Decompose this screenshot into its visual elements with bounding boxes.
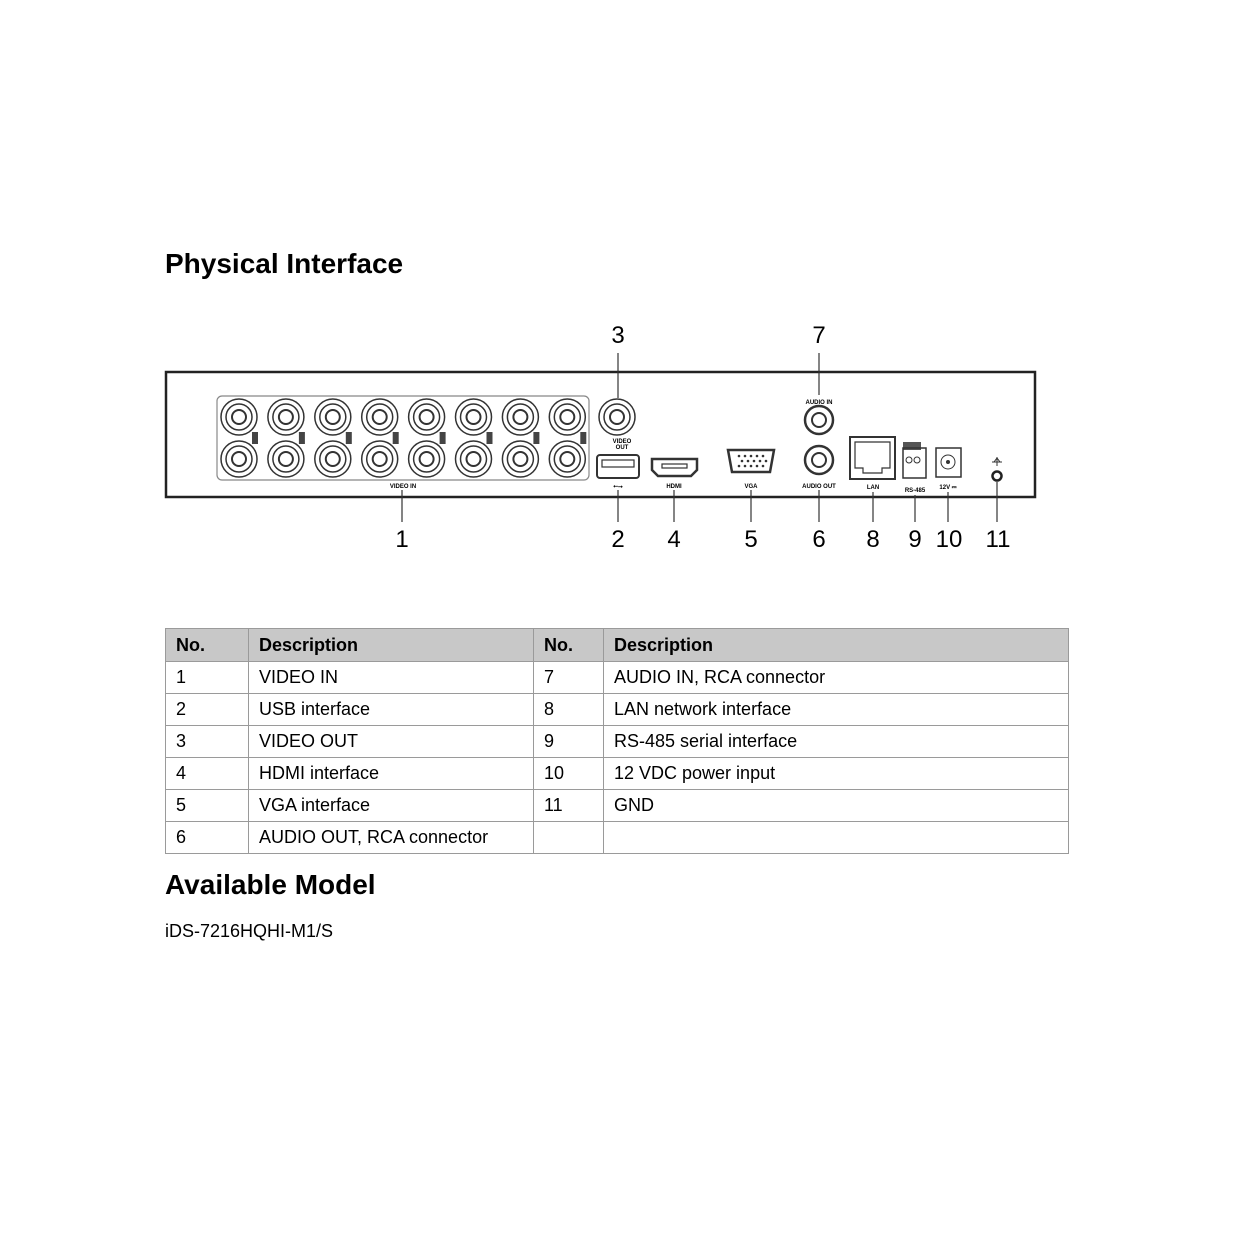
- video-in-bnc-connector: [314, 440, 352, 478]
- video-in-bnc-connector: [454, 440, 493, 478]
- callout-11: 11: [986, 526, 1011, 553]
- cell-number: 1: [165, 661, 249, 694]
- video-in-panel: [216, 395, 590, 481]
- cell-description: USB interface: [248, 693, 534, 726]
- label-rs485: RS-485: [905, 488, 926, 494]
- cell-number: 10: [533, 757, 604, 790]
- header-description: Description: [248, 628, 534, 662]
- channel-number-marker: [392, 432, 399, 444]
- video-in-bnc-connector: [548, 440, 587, 478]
- section-title-physical-interface: Physical Interface: [165, 248, 404, 279]
- section-title-available-model: Available Model: [165, 869, 376, 900]
- video-in-bnc-connector: [360, 440, 399, 478]
- callout-6: 6: [812, 526, 825, 553]
- callout-10: 10: [936, 526, 963, 553]
- cell-description: GND: [603, 789, 1069, 822]
- video-in-bnc-connector: [548, 398, 587, 436]
- label-lan: LAN: [867, 485, 879, 491]
- device-outline: [164, 370, 1037, 499]
- video-in-bnc-connector: [360, 398, 399, 436]
- callout-5: 5: [744, 526, 757, 553]
- channel-number-marker: [439, 432, 446, 444]
- channel-number-marker: [580, 432, 587, 444]
- cell-number: [533, 821, 604, 854]
- model-number: iDS-7216HQHI-M1/S: [165, 921, 334, 941]
- callout-3: 3: [611, 322, 624, 349]
- cell-description: LAN network interface: [603, 693, 1069, 726]
- label-video-out-2: OUT: [616, 445, 629, 451]
- audio-out-connector: [803, 444, 835, 476]
- cell-description: HDMI interface: [248, 757, 534, 790]
- cell-number: 9: [533, 725, 604, 758]
- cell-number: 5: [165, 789, 249, 822]
- video-in-bnc-connector: [267, 440, 305, 478]
- video-out-connector: [598, 398, 636, 436]
- video-in-bnc-connector: [501, 398, 540, 436]
- cell-description: VIDEO OUT: [248, 725, 534, 758]
- video-in-bnc-connector: [501, 440, 540, 478]
- rs485-port: [902, 447, 927, 479]
- channel-number-marker: [533, 432, 540, 444]
- video-in-bnc-connector: [314, 398, 352, 436]
- video-in-bnc-connector: [407, 398, 446, 436]
- callout-4: 4: [667, 526, 680, 553]
- cell-description: VIDEO IN: [248, 661, 534, 694]
- cell-number: 6: [165, 821, 249, 854]
- channel-number-marker: [252, 432, 258, 444]
- callout-1: 1: [395, 526, 408, 553]
- rear-panel-diagram: VIDEO OUT ⭠⭢ HDMI VGA AUDIO IN AUDIO OUT…: [164, 322, 1037, 553]
- video-in-bnc-connector: [220, 440, 258, 478]
- video-in-bnc-connector: [220, 398, 258, 436]
- cell-description: VGA interface: [248, 789, 534, 822]
- cell-description: 12 VDC power input: [603, 757, 1069, 790]
- video-in-bnc-connector: [454, 398, 493, 436]
- cell-number: 7: [533, 661, 604, 694]
- usb-port: [596, 454, 640, 479]
- channel-number-marker: [486, 432, 493, 444]
- label-video-out: VIDEO: [613, 439, 632, 445]
- callout-2: 2: [611, 526, 624, 553]
- label-usb: ⭠⭢: [613, 484, 623, 490]
- label-vga: VGA: [744, 484, 758, 490]
- cell-number: 3: [165, 725, 249, 758]
- channel-number-marker: [345, 432, 352, 444]
- label-audio-in: AUDIO IN: [806, 400, 833, 406]
- label-hdmi: HDMI: [666, 484, 682, 490]
- cell-description: [603, 821, 1069, 854]
- ground-terminal: [991, 457, 1003, 482]
- vga-port: [726, 448, 776, 474]
- label-video-in: VIDEO IN: [390, 484, 416, 490]
- header-description-2: Description: [603, 628, 1069, 662]
- cell-description: RS-485 serial interface: [603, 725, 1069, 758]
- callout-9: 9: [908, 526, 921, 553]
- header-no-2: No.: [533, 628, 604, 662]
- lan-port: [849, 436, 896, 480]
- video-in-bnc-connector: [407, 440, 446, 478]
- hdmi-port: [650, 457, 699, 478]
- header-no: No.: [165, 628, 249, 662]
- cell-number: 11: [533, 789, 604, 822]
- rs485-terminal-top: [903, 442, 921, 450]
- cell-description: AUDIO OUT, RCA connector: [248, 821, 534, 854]
- callout-8: 8: [866, 526, 879, 553]
- label-audio-out: AUDIO OUT: [802, 484, 836, 490]
- cell-number: 2: [165, 693, 249, 726]
- callout-7: 7: [812, 322, 825, 349]
- audio-in-connector: [803, 404, 835, 436]
- label-power: 12V ⎓: [939, 485, 956, 491]
- cell-number: 4: [165, 757, 249, 790]
- cell-number: 8: [533, 693, 604, 726]
- power-port: [935, 447, 962, 478]
- cell-description: AUDIO IN, RCA connector: [603, 661, 1069, 694]
- video-in-bnc-connector: [267, 398, 305, 436]
- channel-number-marker: [298, 432, 305, 444]
